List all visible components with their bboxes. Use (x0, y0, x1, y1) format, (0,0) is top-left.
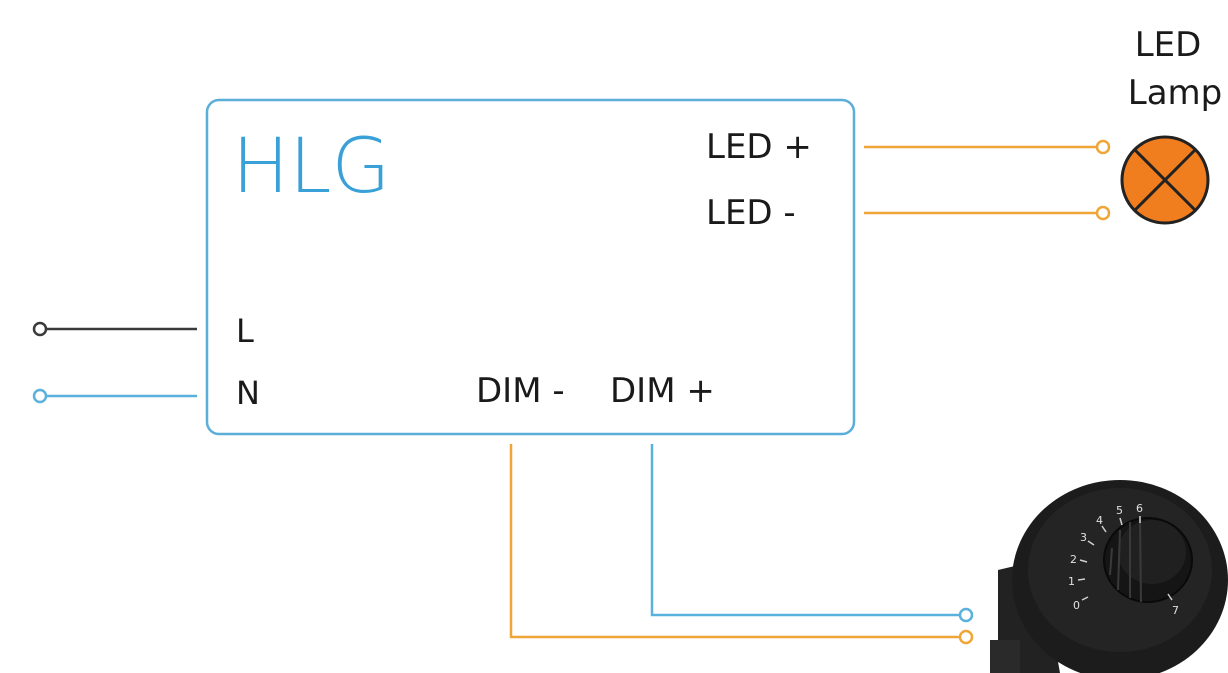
input-wire-l (32, 321, 197, 337)
terminal-dim-plus-label: DIM + (610, 371, 715, 411)
dial-number-5: 5 (1116, 504, 1123, 517)
lamp-label-line1: LED (1135, 25, 1202, 65)
output-wire-led-plus (864, 139, 1111, 155)
terminal-n-label: N (236, 374, 260, 412)
lamp-icon (1120, 135, 1210, 225)
terminal-led-plus-label: LED + (706, 127, 812, 167)
output-wire-led-minus (864, 205, 1111, 221)
dim-minus-wire (509, 444, 974, 645)
terminal-dim-minus-label: DIM - (476, 371, 565, 411)
terminal-l-label: L (236, 312, 254, 350)
dial-number-6: 6 (1136, 502, 1143, 515)
terminal-led-minus-label: LED - (706, 193, 796, 233)
dial-number-3: 3 (1080, 531, 1087, 544)
dim-plus-wire (650, 444, 974, 623)
dial-number-2: 2 (1070, 553, 1077, 566)
dial-number-4: 4 (1096, 514, 1103, 527)
driver-box (205, 98, 856, 436)
dial-number-1: 1 (1068, 575, 1075, 588)
driver-title: HLG (232, 121, 390, 210)
input-wire-n (32, 388, 197, 404)
lamp-label-line2: Lamp (1128, 73, 1222, 113)
dimmer-knob-icon: 0 1 2 3 4 5 6 7 (990, 480, 1228, 673)
dial-number-7: 7 (1172, 604, 1179, 617)
dial-number-0: 0 (1073, 599, 1080, 612)
